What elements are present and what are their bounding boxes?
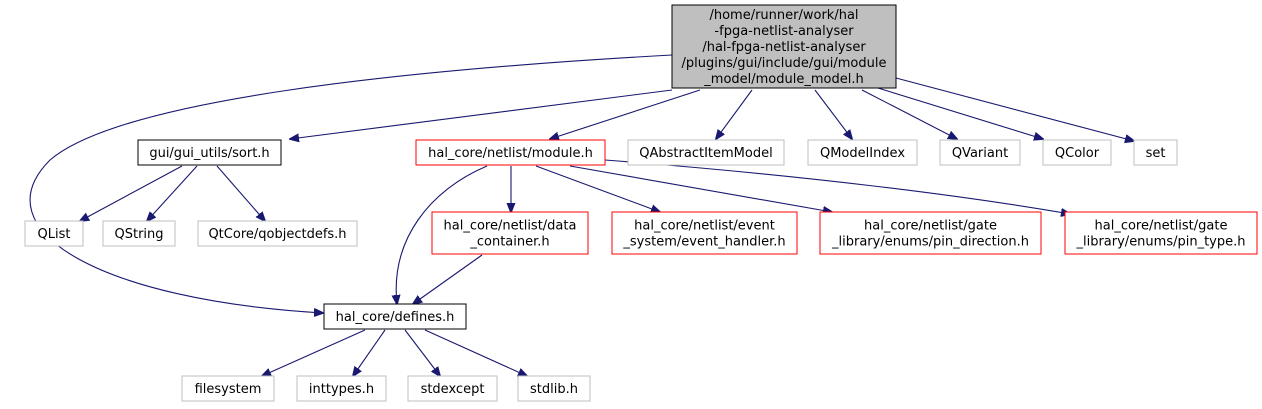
node-label-line: inttypes.h [309, 382, 374, 397]
edge-module-to-event_handler [535, 165, 660, 212]
node-box [323, 303, 467, 330]
node-label-line: hal_core/netlist/gate [864, 219, 997, 234]
node-label-line: /hal-fpga-netlist-analyser [702, 40, 866, 55]
node-label-line: gui/gui_utils/sort.h [149, 146, 269, 161]
node-label-line: hal_core/netlist/module.h [428, 146, 593, 161]
node-label-line: hal_core/netlist/data [444, 219, 577, 234]
edge-module-to-pin_type [604, 159, 1070, 214]
node-box [181, 375, 275, 402]
node-box [807, 139, 918, 166]
node-qvariant[interactable]: QVariant [939, 139, 1021, 166]
node-label-line: set [1146, 146, 1166, 161]
node-stdexcept[interactable]: stdexcept [407, 375, 498, 402]
node-label-line: hal_core/netlist/event [634, 219, 775, 234]
edge-root-to-defines [29, 54, 673, 313]
node-root[interactable]: /home/runner/work/hal-fpga-netlist-analy… [671, 4, 897, 89]
node-box [1064, 211, 1258, 255]
node-set[interactable]: set [1133, 139, 1178, 166]
edge-sort-to-qstring [147, 165, 198, 221]
node-filesystem[interactable]: filesystem [181, 375, 275, 402]
node-label-line: hal_core/defines.h [336, 310, 455, 325]
node-label-line: _container.h [469, 235, 549, 250]
edge-root-to-sort [290, 89, 673, 139]
node-stdlib[interactable]: stdlib.h [517, 375, 591, 402]
edge-root-to-set [895, 77, 1134, 141]
node-box [1042, 139, 1112, 166]
node-inttypes[interactable]: inttypes.h [296, 375, 387, 402]
edge-data_container-to-defines [413, 254, 483, 304]
node-box [137, 139, 282, 166]
node-label-line: -fpga-netlist-analyser [714, 24, 854, 39]
node-label-line: QtCore/qobjectdefs.h [208, 227, 346, 242]
node-box [407, 375, 498, 402]
node-defines[interactable]: hal_core/defines.h [323, 303, 467, 330]
node-label-line: QList [38, 227, 71, 242]
edge-defines-to-filesystem [262, 329, 366, 376]
node-label-line: hal_core/netlist/gate [1095, 219, 1228, 234]
edge-module-to-defines [396, 165, 488, 304]
node-box [197, 220, 358, 247]
node-label-line: QColor [1055, 146, 1100, 161]
edge-defines-to-stdexcept [404, 329, 440, 376]
node-box [627, 139, 785, 166]
node-data-container[interactable]: hal_core/netlist/data_container.h [431, 211, 589, 255]
edge-defines-to-stdlib [424, 329, 527, 376]
node-pin-direction[interactable]: hal_core/netlist/gate_library/enums/pin_… [819, 211, 1042, 255]
node-label-line: _system/event_handler.h [622, 235, 785, 250]
node-box [102, 220, 176, 247]
node-label-line: stdexcept [421, 382, 485, 397]
node-label-line: stdlib.h [530, 382, 578, 397]
node-qabstractitemmodel[interactable]: QAbstractItemModel [627, 139, 785, 166]
node-sort[interactable]: gui/gui_utils/sort.h [137, 139, 282, 166]
node-label-line: filesystem [195, 382, 262, 397]
node-box [819, 211, 1042, 255]
node-box [517, 375, 591, 402]
node-label-line: QString [114, 227, 163, 242]
node-label-line: /plugins/gui/include/gui/module [682, 56, 887, 71]
node-qobjectdefs[interactable]: QtCore/qobjectdefs.h [197, 220, 358, 247]
node-box [671, 4, 897, 89]
node-label-line: QAbstractItemModel [639, 146, 772, 161]
node-box [431, 211, 589, 255]
node-label-line: QModelIndex [820, 146, 905, 161]
node-qlist[interactable]: QList [24, 220, 84, 247]
edge-defines-to-inttypes [353, 329, 386, 376]
edges [29, 54, 1134, 376]
node-label-line: /home/runner/work/hal [709, 8, 858, 23]
edge-module-to-pin_direction [569, 165, 832, 212]
node-qmodelindex[interactable]: QModelIndex [807, 139, 918, 166]
node-qcolor[interactable]: QColor [1042, 139, 1112, 166]
node-box [24, 220, 84, 247]
node-label-line: _library/enums/pin_direction.h [831, 235, 1029, 250]
node-label-line: QVariant [952, 146, 1008, 161]
edge-root-to-qabstractitemmodel [716, 89, 753, 139]
node-box [1133, 139, 1178, 166]
node-event-handler[interactable]: hal_core/netlist/event_system/event_hand… [611, 211, 798, 255]
edge-root-to-module [550, 89, 701, 139]
node-box [296, 375, 387, 402]
node-box [415, 139, 606, 166]
edge-root-to-qmodelindex [814, 89, 852, 139]
node-box [611, 211, 798, 255]
node-label-line: _library/enums/pin_type.h [1075, 235, 1245, 250]
edge-sort-to-qlist [80, 165, 183, 221]
node-label-line: _model/module_model.h [703, 72, 863, 87]
node-module[interactable]: hal_core/netlist/module.h [415, 139, 606, 166]
edge-sort-to-qobjectdefs [216, 165, 265, 221]
node-box [939, 139, 1021, 166]
edge-root-to-qvariant [861, 89, 957, 139]
node-pin-type[interactable]: hal_core/netlist/gate_library/enums/pin_… [1064, 211, 1258, 255]
node-qstring[interactable]: QString [102, 220, 176, 247]
edge-root-to-qcolor [877, 87, 1043, 139]
nodes: /home/runner/work/hal-fpga-netlist-analy… [24, 4, 1258, 402]
